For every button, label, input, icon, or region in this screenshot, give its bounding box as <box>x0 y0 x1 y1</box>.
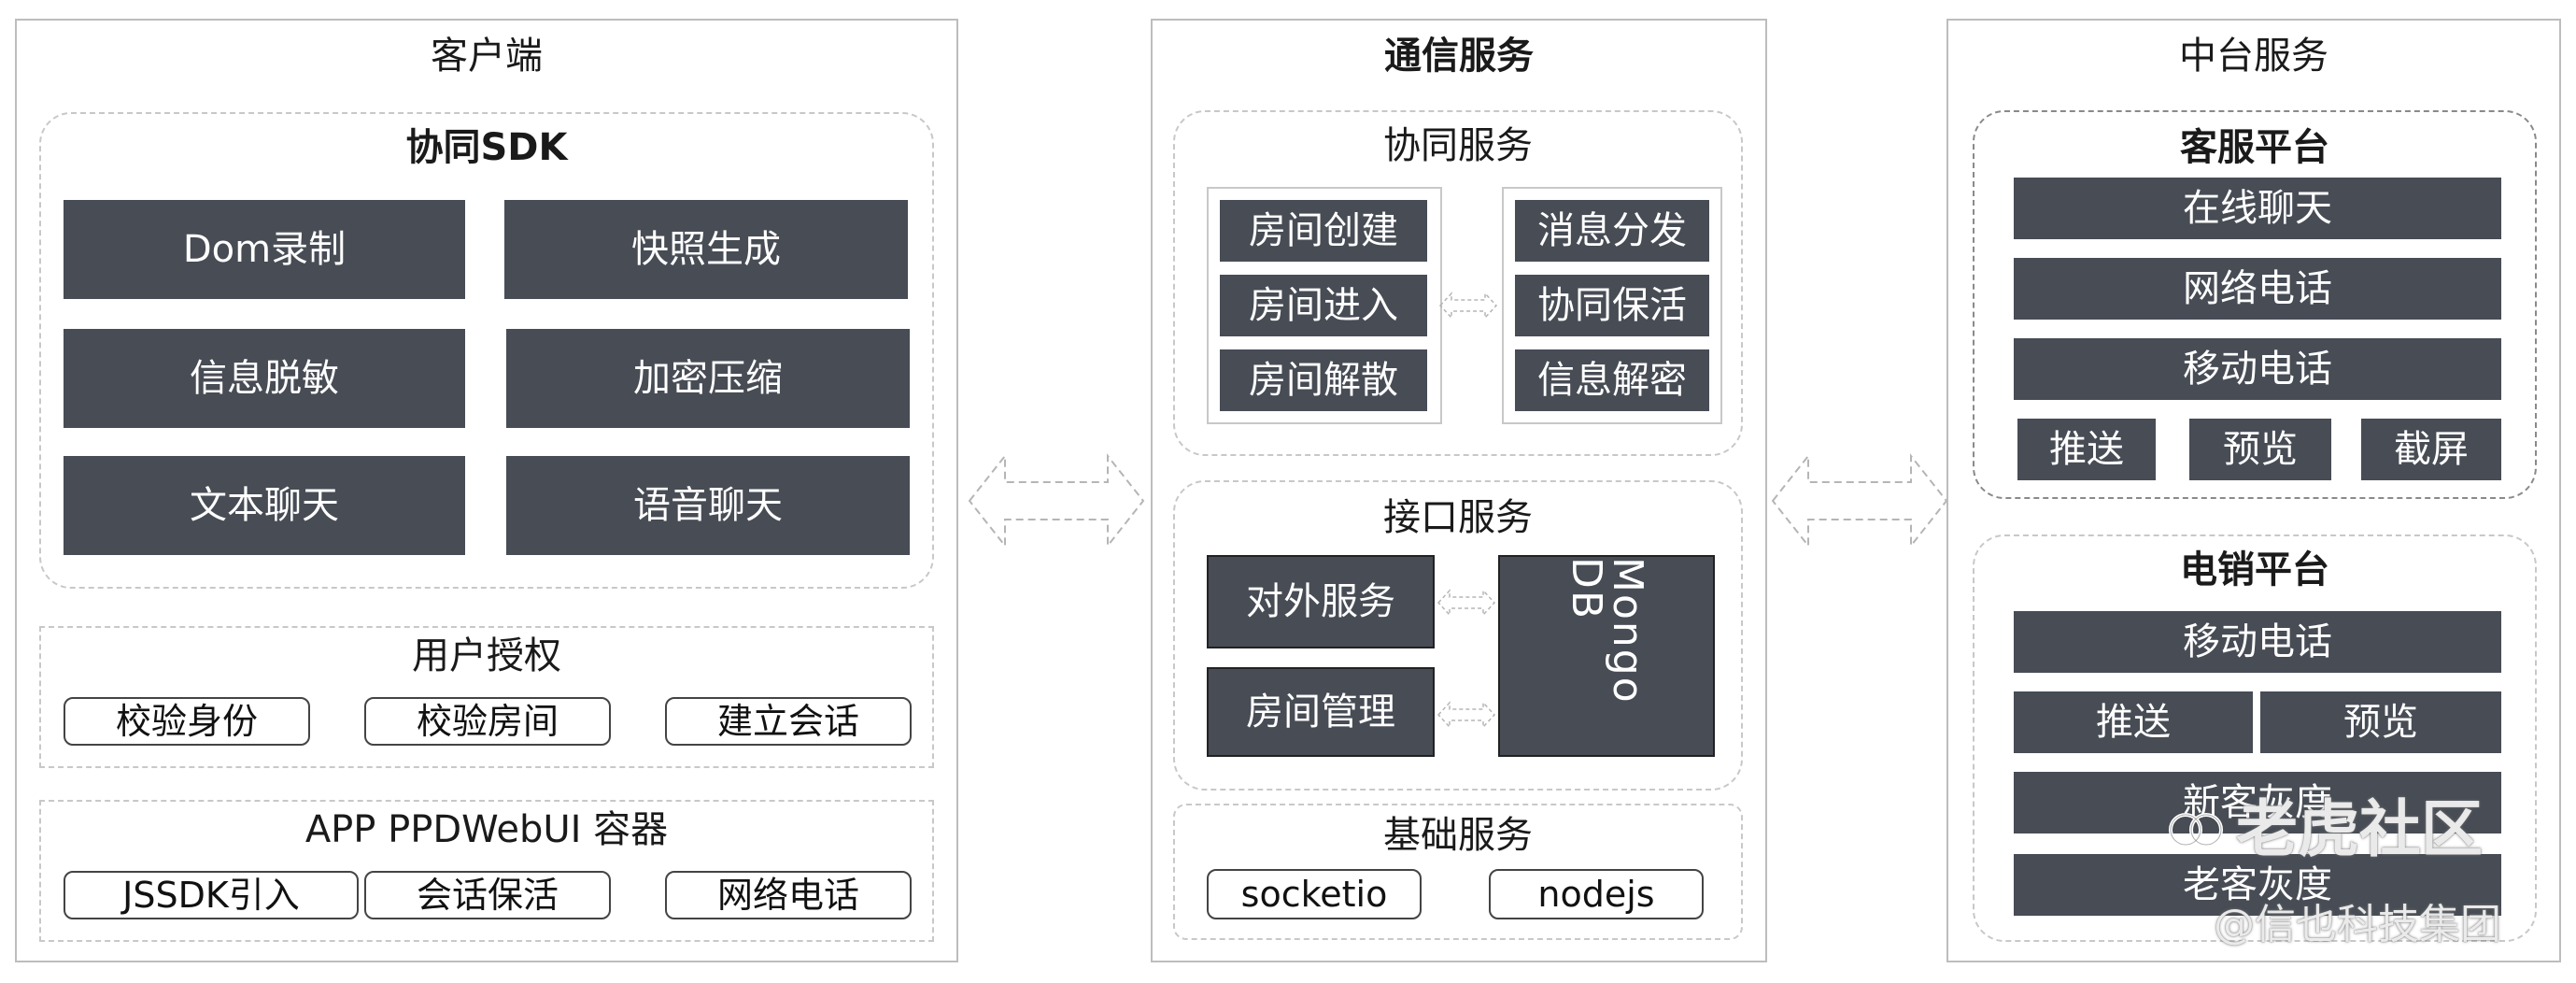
sales-platform-group: 电销平台 <box>1973 534 2537 942</box>
sales-mobile-phone: 移动电话 <box>2014 611 2501 673</box>
cs-platform-group: 客服平台 <box>1973 110 2537 499</box>
collab-room-enter: 房间进入 <box>1220 275 1427 336</box>
base-socketio: socketio <box>1207 869 1422 919</box>
sales-push: 推送 <box>2014 691 2253 753</box>
sales-preview: 预览 <box>2260 691 2501 753</box>
small-double-arrow-icon <box>1437 589 1496 617</box>
double-arrow-icon <box>1771 453 1948 548</box>
collab-right-box <box>1502 187 1722 424</box>
container-jssdk: JSSDK引入 <box>64 871 359 919</box>
container-voip: 网络电话 <box>665 871 912 919</box>
sdk-group: 协同SDK <box>39 112 934 589</box>
cs-push: 推送 <box>2017 419 2156 480</box>
collab-msg-dispatch: 消息分发 <box>1515 200 1709 262</box>
sales-new-customer-gray: 新客灰度 <box>2014 772 2501 833</box>
collab-service-group: 协同服务 <box>1173 110 1743 456</box>
base-nodejs: nodejs <box>1489 869 1704 919</box>
sdk-item-snapshot: 快照生成 <box>504 200 908 299</box>
auth-section-title: 用户授权 <box>412 634 561 677</box>
sdk-item-encrypt: 加密压缩 <box>506 329 910 428</box>
auth-verify-room: 校验房间 <box>364 697 611 746</box>
api-external-service: 对外服务 <box>1207 555 1435 648</box>
api-service-group: 接口服务 <box>1173 480 1743 791</box>
mid-panel-title: 中台服务 <box>2179 35 2328 78</box>
auth-create-session: 建立会话 <box>665 697 912 746</box>
collab-keepalive: 协同保活 <box>1515 275 1709 336</box>
client-panel-title: 客户端 <box>431 35 543 78</box>
collab-decrypt: 信息解密 <box>1515 349 1709 411</box>
api-service-title: 接口服务 <box>1383 496 1533 539</box>
collab-service-title: 协同服务 <box>1383 124 1533 167</box>
base-service-group: 基础服务 <box>1173 804 1743 940</box>
small-double-arrow-icon <box>1438 292 1498 320</box>
cs-screenshot: 截屏 <box>2361 419 2501 480</box>
sdk-group-title: 协同SDK <box>405 126 568 169</box>
watermark-logo-icon <box>2167 807 2227 852</box>
sdk-item-desensitize: 信息脱敏 <box>64 329 465 428</box>
cs-voip: 网络电话 <box>2014 258 2501 320</box>
sdk-item-text-chat: 文本聊天 <box>64 456 465 555</box>
comm-panel-title: 通信服务 <box>1384 35 1534 78</box>
api-mongodb: Mongo DB <box>1498 555 1715 757</box>
container-section: APP PPDWebUI 容器 <box>39 800 934 942</box>
cs-mobile-phone: 移动电话 <box>2014 338 2501 400</box>
collab-room-create: 房间创建 <box>1220 200 1427 262</box>
cs-online-chat: 在线聊天 <box>2014 178 2501 239</box>
collab-room-dismiss: 房间解散 <box>1220 349 1427 411</box>
auth-verify-identity: 校验身份 <box>64 697 310 746</box>
watermark-brand: 老虎社区 <box>2236 793 2483 865</box>
sales-old-customer-gray: 老客灰度 <box>2014 854 2501 916</box>
sales-platform-title: 电销平台 <box>2180 548 2329 591</box>
cs-platform-title: 客服平台 <box>2180 126 2329 169</box>
sdk-item-dom-record: Dom录制 <box>64 200 465 299</box>
api-mongodb-label: Mongo DB <box>1563 557 1651 705</box>
small-double-arrow-icon <box>1437 701 1496 729</box>
double-arrow-icon <box>968 453 1145 548</box>
base-service-title: 基础服务 <box>1383 814 1533 857</box>
container-keepalive: 会话保活 <box>364 871 611 919</box>
auth-section: 用户授权 <box>39 626 934 768</box>
api-room-management: 房间管理 <box>1207 667 1435 757</box>
container-section-title: APP PPDWebUI 容器 <box>304 808 669 851</box>
sdk-item-voice-chat: 语音聊天 <box>506 456 910 555</box>
cs-preview: 预览 <box>2189 419 2331 480</box>
watermark-sub: @信也科技集团 <box>2214 901 2501 948</box>
